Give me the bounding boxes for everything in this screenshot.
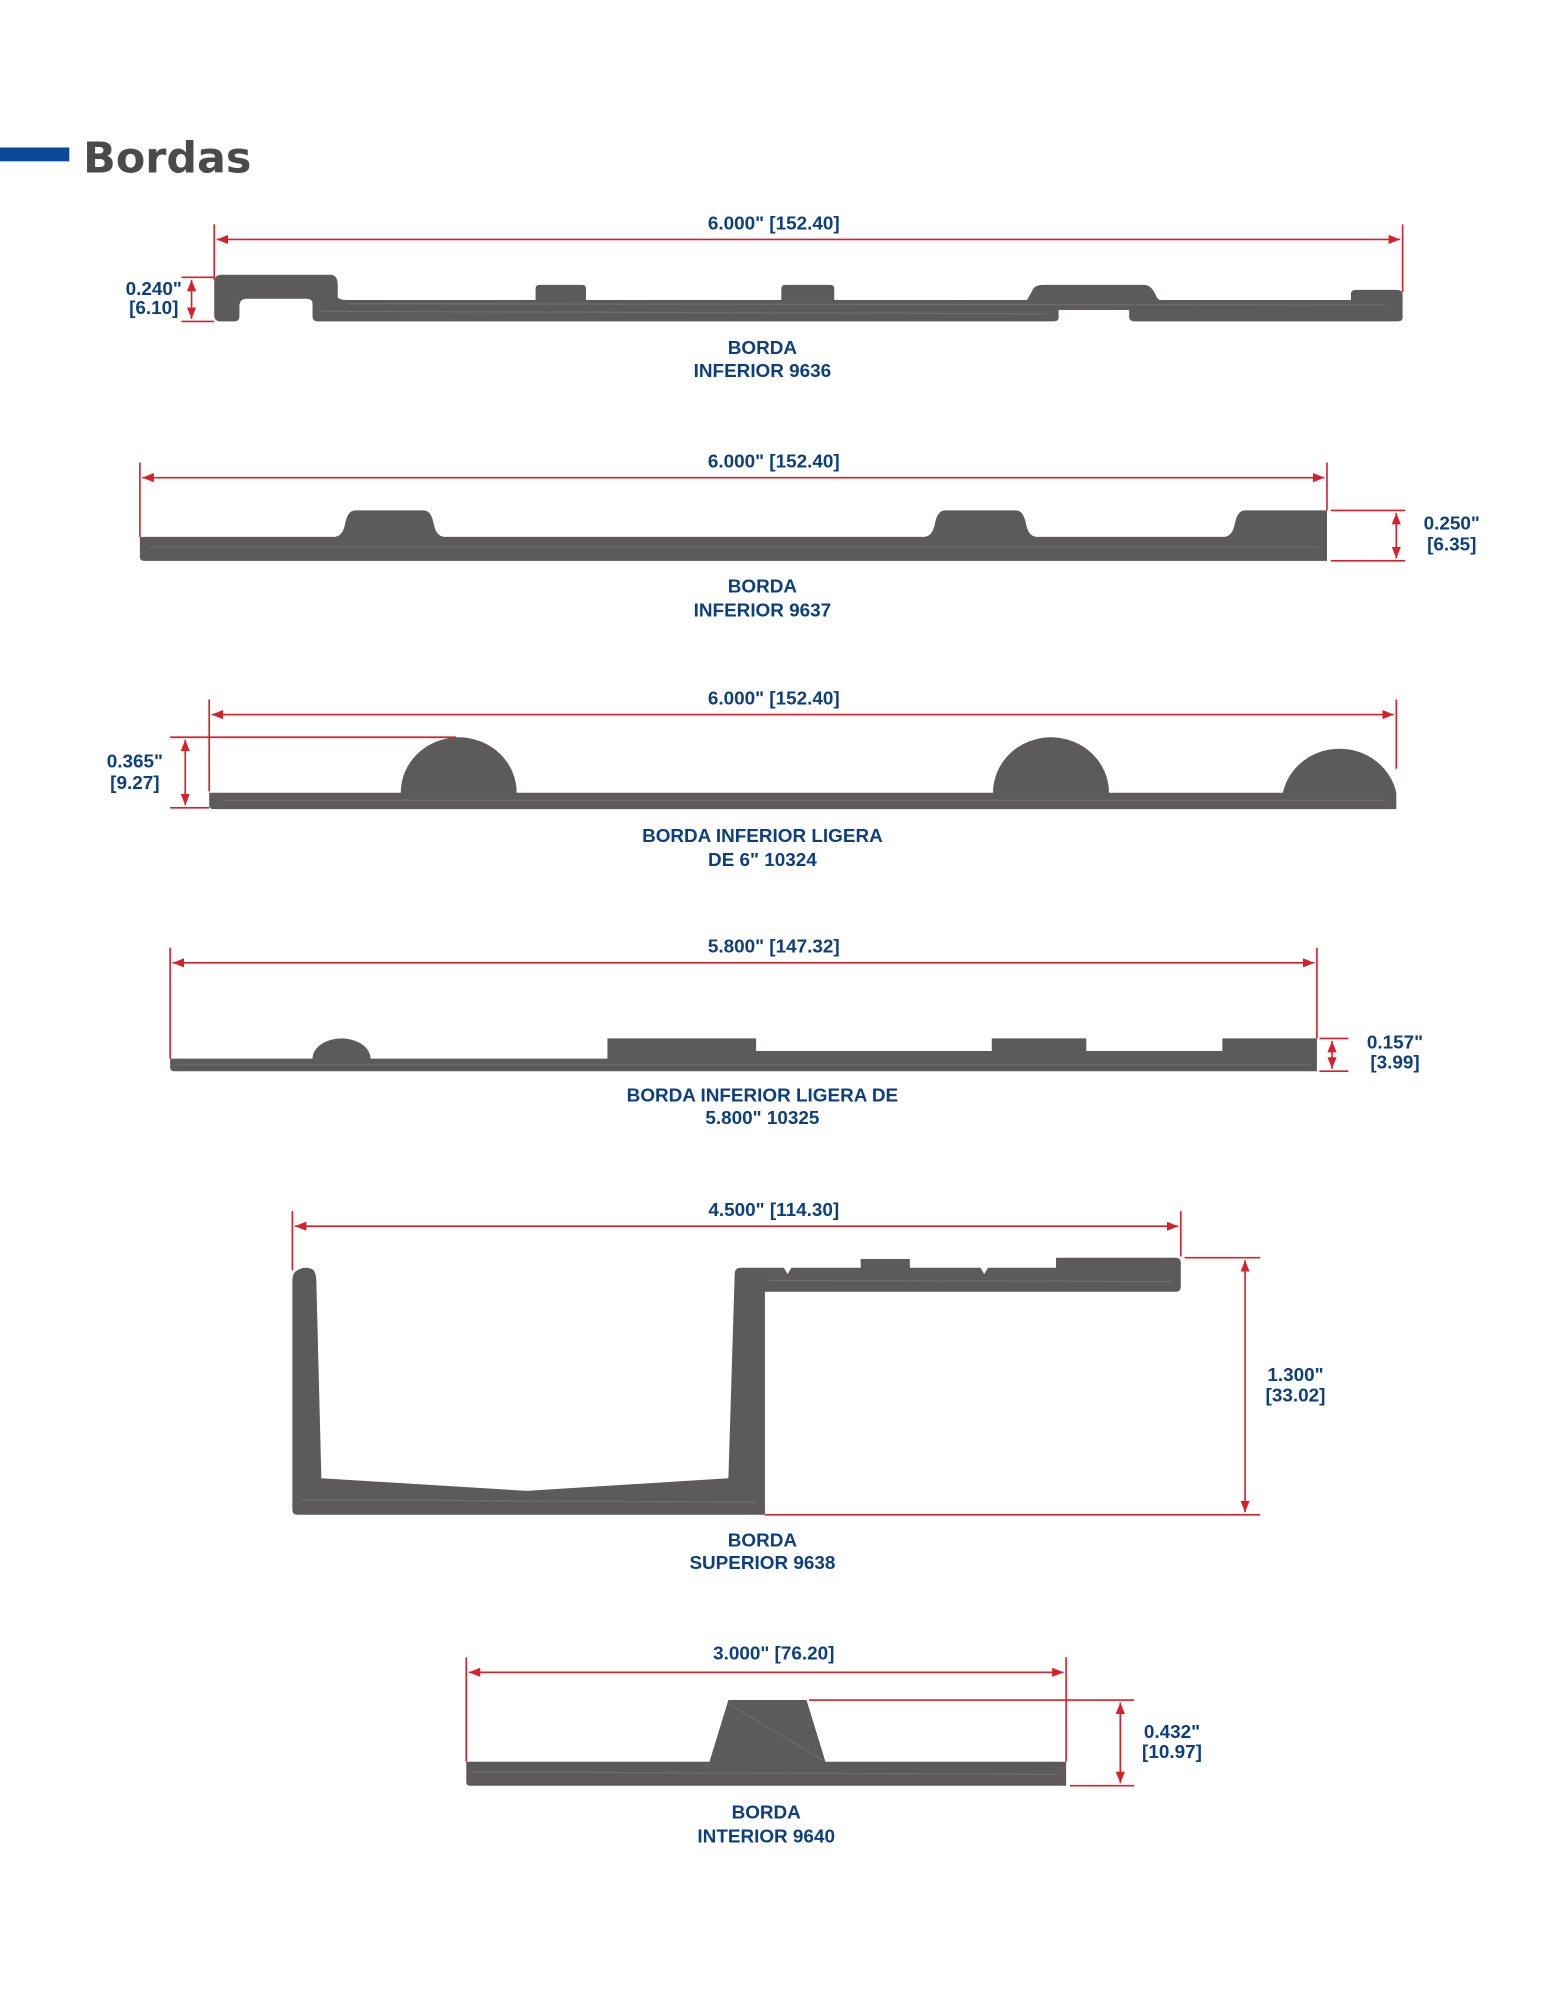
height-mm: [3.99] [1370, 1053, 1419, 1074]
profile-borda-superior-9638: 4.500" [114.30] 1.300" [33.02] BORDA SUP… [291, 1200, 1326, 1574]
profile-borda-inferior-9637: 6.000" [152.40] 0.250" [6.35] BORDA INFE… [139, 452, 1480, 621]
profile-label: BORDA [728, 338, 798, 359]
width-dimension: 6.000" [152.40] [708, 452, 840, 473]
height-inches: 0.432" [1144, 1722, 1200, 1743]
profile-shape [292, 1257, 1181, 1515]
height-mm: [10.97] [1142, 1742, 1202, 1763]
height-mm: [6.35] [1427, 535, 1476, 556]
width-dimension: 4.500" [114.30] [708, 1200, 839, 1221]
profile-label: INFERIOR 9637 [694, 600, 832, 621]
profile-shape [139, 510, 1327, 561]
profile-shape [466, 1700, 1067, 1786]
height-mm: [6.10] [129, 298, 178, 319]
profile-label: BORDA INFERIOR LIGERA DE [627, 1085, 898, 1106]
profile-label: SUPERIOR 9638 [689, 1553, 835, 1574]
profile-label: BORDA [728, 1530, 798, 1551]
title-accent-bar [0, 147, 70, 162]
profile-shape [170, 1038, 1317, 1072]
profile-label: 5.800" 10325 [705, 1108, 819, 1129]
width-dimension: 6.000" [152.40] [708, 688, 840, 709]
height-mm: [33.02] [1266, 1385, 1326, 1406]
height-inches: 1.300" [1267, 1365, 1323, 1386]
height-inches: 0.250" [1424, 513, 1480, 534]
height-inches: 0.365" [107, 751, 163, 772]
profile-label: BORDA [732, 1802, 802, 1823]
height-mm: [9.27] [110, 773, 159, 794]
profile-label: BORDA [728, 576, 798, 597]
profile-label: DE 6" 10324 [708, 850, 817, 871]
profile-borda-inferior-9636: 6.000" [152.40] 0.240" [6.10] BORDA INFE… [126, 213, 1404, 382]
profile-shape [214, 274, 1403, 322]
profile-borda-inferior-ligera-10325: 5.800" [147.32] 0.157" [3.99] BORDA INFE… [169, 937, 1423, 1129]
height-inches: 0.157" [1367, 1033, 1423, 1054]
width-dimension: 6.000" [152.40] [708, 213, 840, 234]
profile-borda-inferior-ligera-10324: 6.000" [152.40] 0.365" [9.27] BORDA INFE… [107, 688, 1398, 871]
profile-label: BORDA INFERIOR LIGERA [642, 826, 883, 847]
profile-label: INFERIOR 9636 [694, 361, 832, 382]
width-dimension: 5.800" [147.32] [708, 937, 840, 958]
page-title: Bordas [83, 134, 251, 184]
profile-label: INTERIOR 9640 [697, 1826, 835, 1847]
profile-shape [209, 737, 1397, 810]
height-inches: 0.240" [126, 279, 182, 300]
profile-borda-interior-9640: 3.000" [76.20] 0.432" [10.97] BORDA INTE… [465, 1644, 1202, 1847]
width-dimension: 3.000" [76.20] [713, 1644, 834, 1665]
